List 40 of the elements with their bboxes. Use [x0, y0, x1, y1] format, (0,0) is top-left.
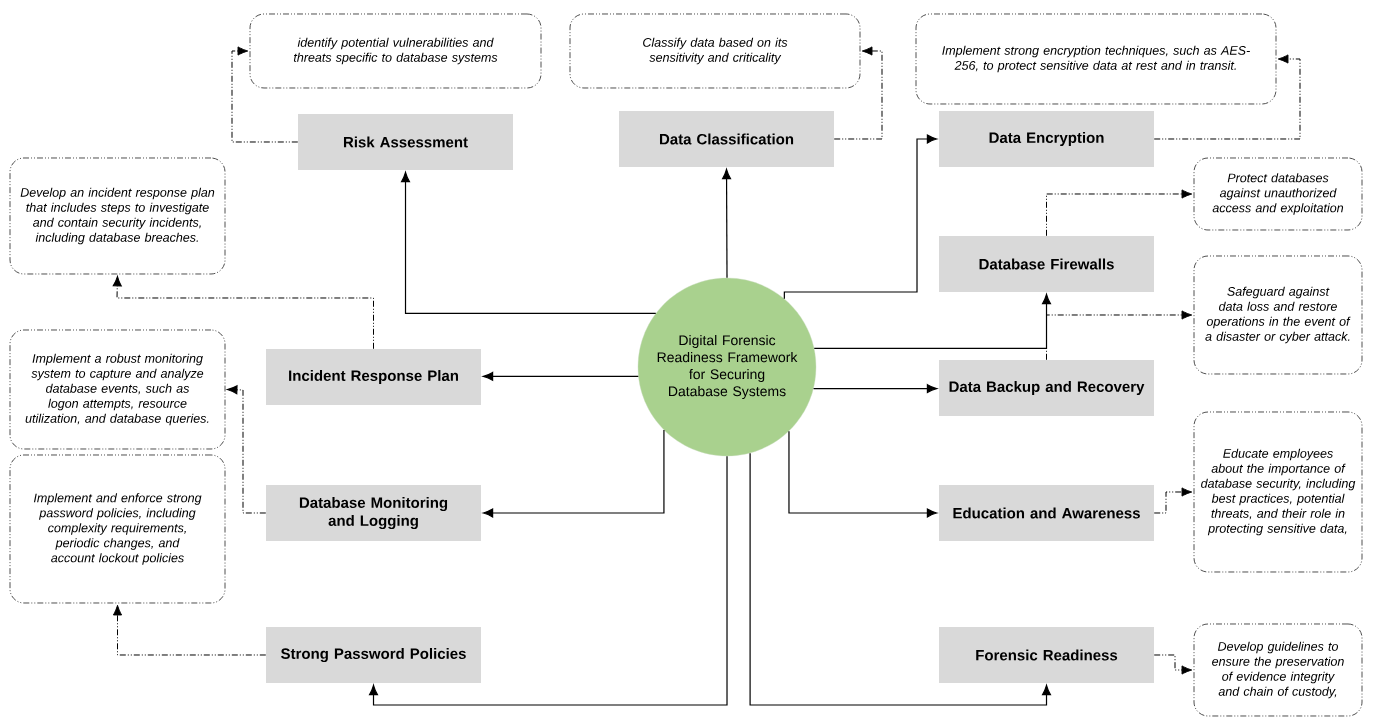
description-box: Classify data based on its sensitivity and criticality	[569, 13, 861, 89]
arrow	[812, 384, 938, 394]
arrow	[833, 46, 883, 140]
arrow	[813, 293, 1051, 350]
arrow	[369, 455, 728, 706]
arrow	[231, 46, 299, 143]
description-box: Develop guidelines to ensure the preservation of evidence integrity and chain of custody,	[1193, 623, 1363, 717]
description-box: identify potential vulnerabilities and threats specific to database systems	[249, 13, 542, 89]
description-box: Implement a robust monitoring system to capture and analyze database events, such as logon attempts, resource utilization, and database queries.	[9, 329, 226, 450]
process-box: Risk Assessment	[298, 114, 513, 170]
description-box: Develop an incident response plan that includes steps to investigate and contain security incidents, including database breaches.	[9, 157, 226, 275]
arrow	[112, 275, 374, 350]
arrow	[226, 385, 267, 514]
process-box: Education and Awareness	[939, 485, 1154, 541]
description-box: Educate employees about the importance of database security, including best practices, potential threats, and their role in protecting sensitive data,	[1193, 411, 1363, 573]
process-box: Database Monitoring and Logging	[266, 485, 481, 541]
arrow	[1153, 54, 1301, 140]
process-box: Data Encryption	[939, 111, 1154, 167]
description-box: Implement strong encryption techniques, such as AES-256, to protect sensitive data at rest and in transit.	[915, 13, 1277, 105]
arrow	[783, 134, 938, 300]
arrow	[788, 430, 938, 518]
process-box: Strong Password Policies	[266, 627, 481, 683]
process-box: Data Backup and Recovery	[939, 360, 1154, 416]
description-box: Implement and enforce strong password policies, including complexity requirements, periodic changes, and account lockout policies	[9, 454, 226, 604]
process-box: Forensic Readiness	[939, 627, 1154, 683]
arrow	[722, 168, 732, 279]
arrow	[749, 452, 1051, 706]
process-box: Data Classification	[619, 111, 834, 167]
arrow	[401, 171, 657, 314]
process-box: Incident Response Plan	[266, 349, 481, 405]
arrow	[482, 429, 665, 518]
arrow	[1153, 654, 1193, 675]
description-box: Safeguard against data loss and restore operations in the event of a disaster or cyber attack.	[1193, 255, 1363, 375]
process-box: Database Firewalls	[939, 236, 1154, 292]
description-box: Protect databases against unauthorized access and exploitation	[1193, 157, 1363, 231]
arrow	[1046, 310, 1193, 361]
arrow	[1046, 189, 1193, 237]
arrow	[482, 371, 639, 381]
arrow	[112, 604, 267, 656]
arrow	[1153, 487, 1193, 514]
